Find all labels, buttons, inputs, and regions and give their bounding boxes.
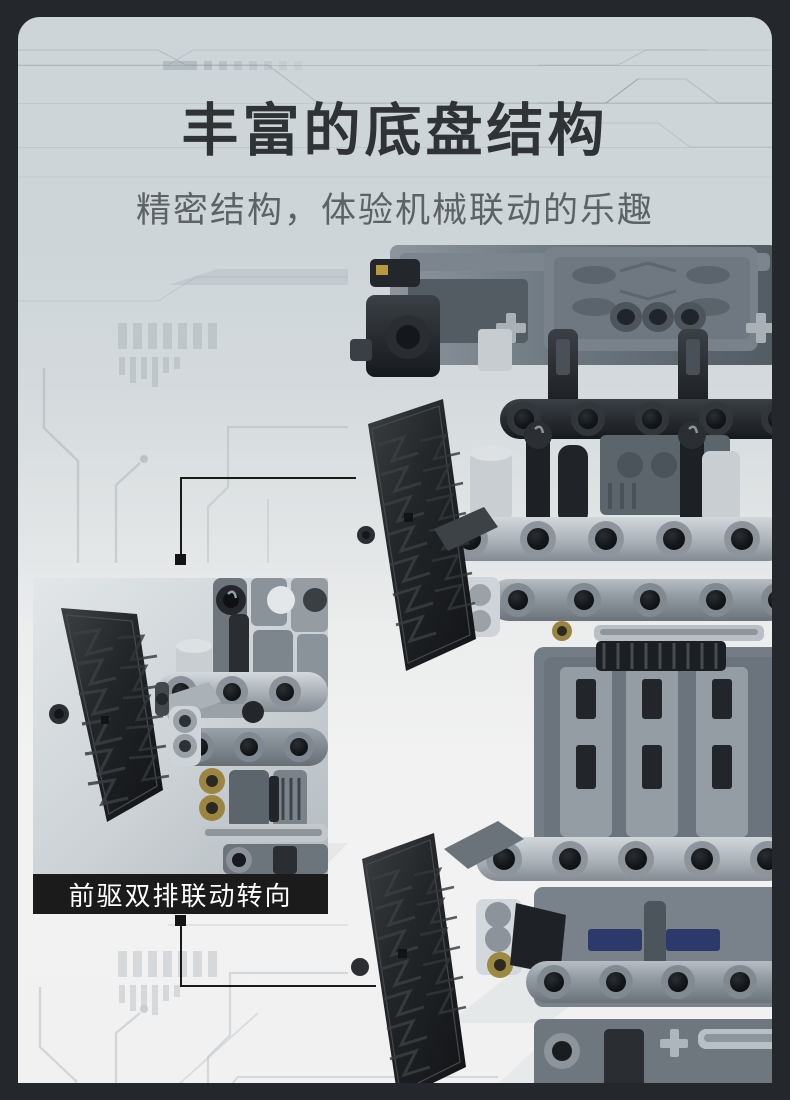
- steering-inset-photo: [33, 578, 328, 874]
- lower-callout-horizontal-segment: [180, 985, 376, 987]
- inset-tire: [49, 608, 170, 822]
- callout-vertical-segment: [180, 477, 182, 559]
- lower-callout-vertical-segment: [180, 923, 182, 986]
- steering-inset-card: 前驱双排联动转向: [33, 578, 328, 914]
- lower-callout-marker-square: [175, 915, 186, 926]
- hero-chassis-photo: [348, 239, 772, 1083]
- page-subtitle: 精密结构，体验机械联动的乐趣: [135, 191, 654, 230]
- inset-caption-text: 前驱双排联动转向: [68, 880, 293, 911]
- inset-caption-bar: 前驱双排联动转向: [33, 874, 328, 914]
- blue-accent-left: [588, 929, 642, 951]
- tire-upper: [357, 399, 476, 671]
- content-card: 丰富的底盘结构 精密结构，体验机械联动的乐趣: [18, 17, 772, 1083]
- blue-accent-right: [666, 929, 720, 951]
- callout-horizontal-segment: [180, 477, 356, 479]
- page-title: 丰富的底盘结构: [181, 99, 609, 163]
- tire-lower: [351, 833, 467, 1083]
- lower-callout: [18, 17, 772, 1083]
- callout-marker-square: [175, 554, 186, 565]
- steering-callout: [18, 17, 772, 1083]
